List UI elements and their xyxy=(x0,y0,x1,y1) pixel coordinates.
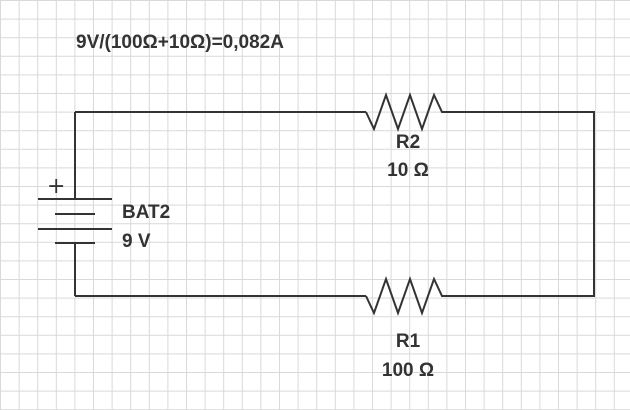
battery-name-label: BAT2 xyxy=(122,202,170,223)
wire-right xyxy=(450,111,595,297)
resistor-r2-name: R2 xyxy=(396,132,420,153)
resistor-r1-name: R1 xyxy=(396,331,421,352)
resistor-r2-value: 10 Ω xyxy=(387,160,429,181)
resistor-r1[interactable] xyxy=(365,275,450,317)
battery-voltage-label: 9 V xyxy=(122,231,151,252)
resistor-r2[interactable] xyxy=(365,91,450,133)
battery-bat2[interactable]: + xyxy=(38,174,112,244)
battery-plus-sign: + xyxy=(47,174,65,199)
ohms-law-formula: 9V/(100Ω+10Ω)=0,082A xyxy=(76,32,284,53)
resistor-r1-value: 100 Ω xyxy=(382,360,434,381)
